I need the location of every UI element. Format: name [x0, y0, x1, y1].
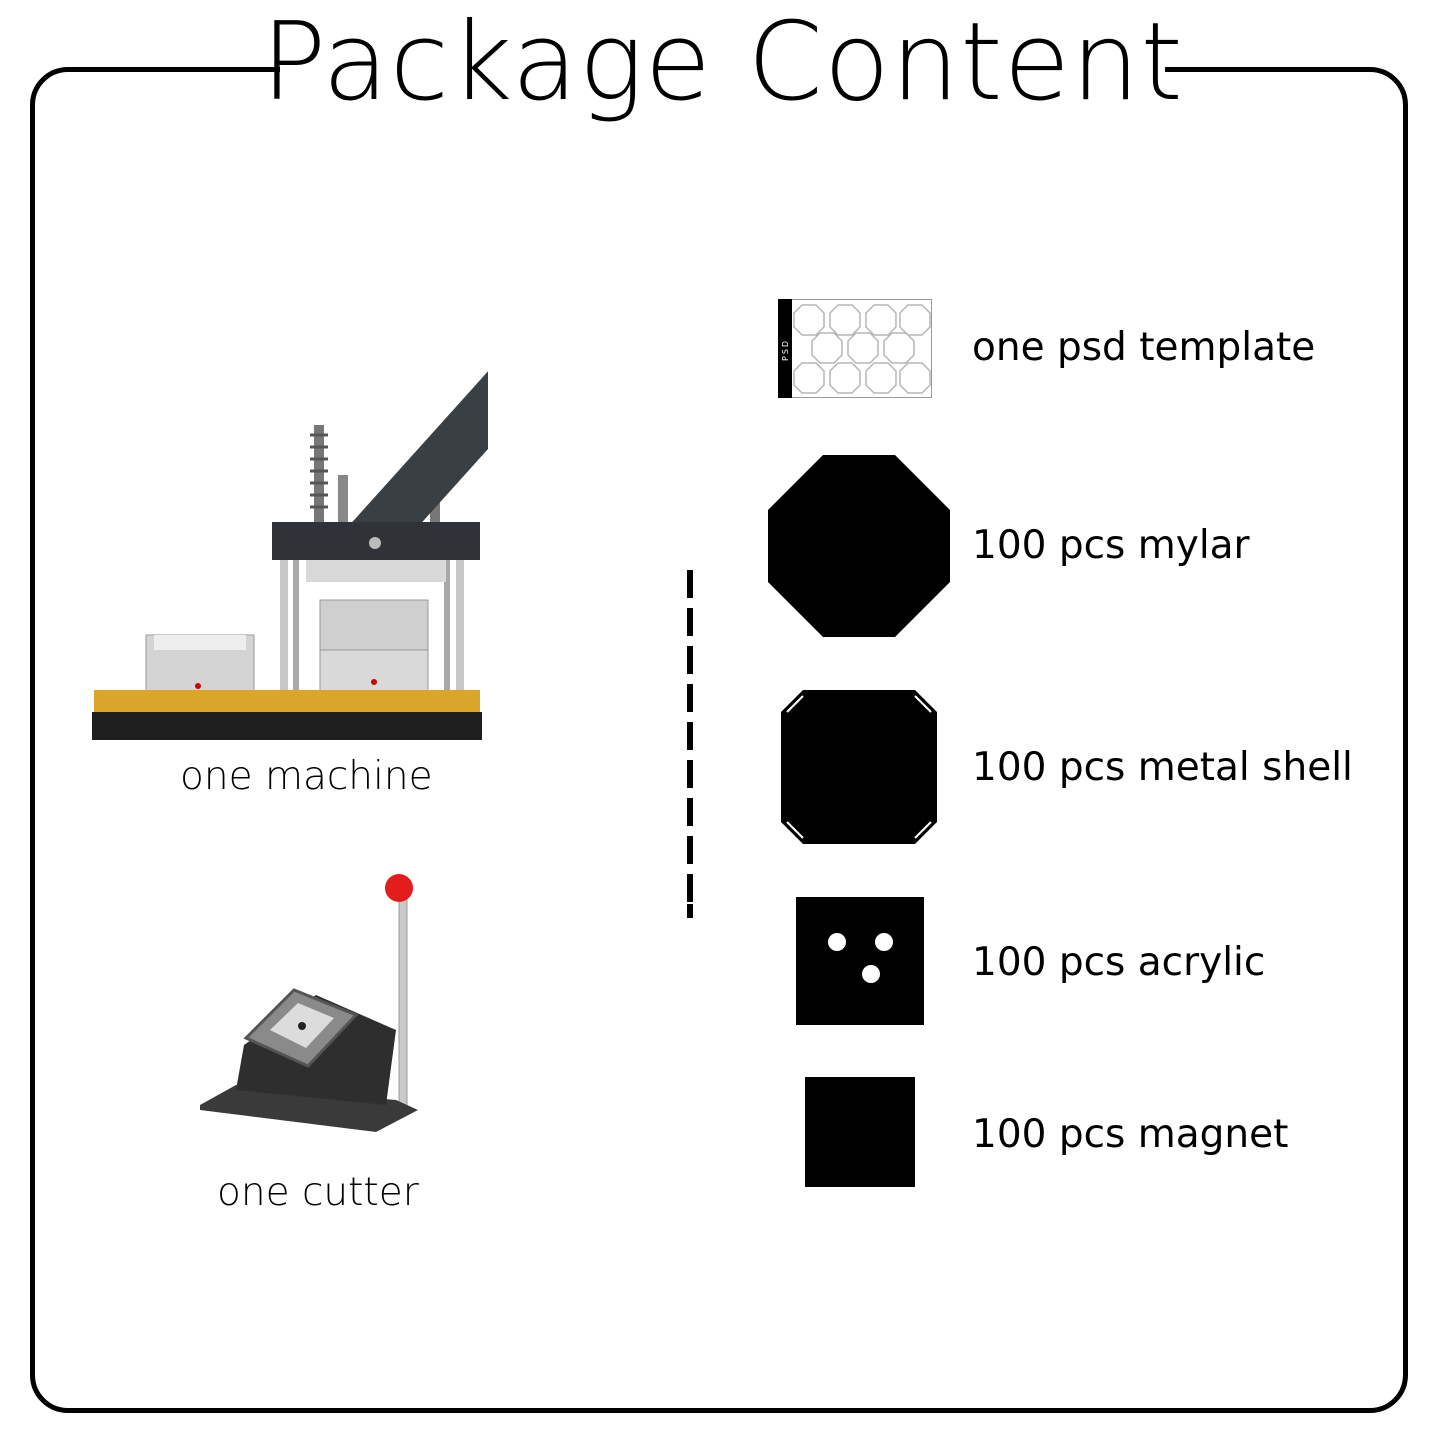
item-label-acrylic: 100 pcs acrylic [972, 940, 1266, 985]
page-title: Package Content [261, 0, 1184, 125]
octagon-icon [768, 455, 950, 637]
psd-template-icon: PSD [778, 299, 932, 398]
cutter-icon [200, 874, 418, 1132]
machine-label: one machine [180, 754, 433, 799]
item-label-magnet: 100 pcs magnet [972, 1112, 1289, 1157]
item-label-psd-template: one psd template [972, 325, 1316, 370]
metal-shell-icon [781, 690, 937, 844]
title-container: Package Content [261, 0, 1183, 130]
cutter-label: one cutter [217, 1170, 419, 1215]
magnet-square-icon [805, 1077, 915, 1187]
item-label-metal-shell: 100 pcs metal shell [972, 745, 1353, 790]
psd-badge: PSD [781, 339, 790, 361]
press-machine-icon [92, 366, 488, 740]
item-label-mylar: 100 pcs mylar [972, 523, 1250, 568]
acrylic-square-icon [796, 897, 924, 1025]
